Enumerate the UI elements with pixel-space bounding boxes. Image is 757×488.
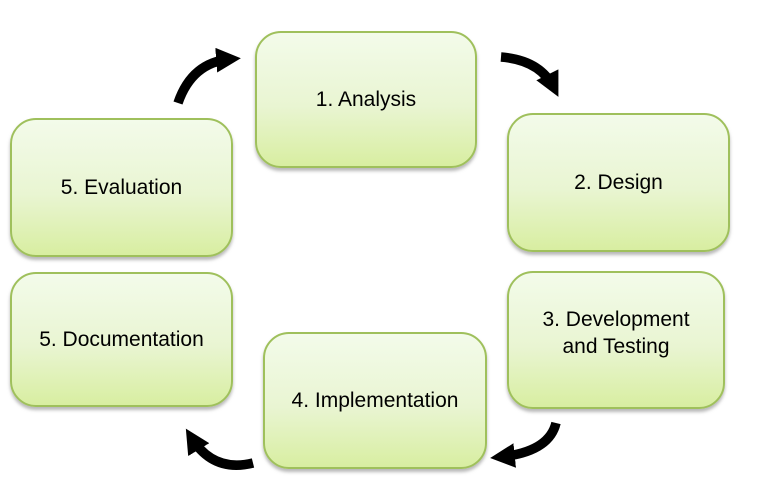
stage-label: 5. Documentation — [39, 327, 204, 351]
stage-box-analysis: 1. Analysis — [255, 31, 477, 168]
curved-arrow-analysis-to-design-icon — [500, 52, 559, 97]
stage-box-development-testing: 3. Development and Testing — [507, 271, 725, 409]
stage-box-documentation: 5. Documentation — [10, 272, 233, 407]
stage-box-design: 2. Design — [507, 113, 730, 252]
stage-label: 2. Design — [574, 170, 663, 194]
stage-label: 1. Analysis — [315, 87, 417, 111]
stage-box-evaluation: 5. Evaluation — [10, 118, 233, 257]
stage-label: 5. Evaluation — [60, 175, 183, 199]
stage-box-implementation: 4. Implementation — [263, 332, 487, 469]
curved-arrow-implementation-to-documentation-icon — [185, 428, 255, 470]
curved-arrow-development-to-implementation-icon — [490, 421, 561, 468]
stage-label: 4. Implementation — [291, 388, 459, 412]
stage-label-line1: 3. Development — [542, 307, 690, 331]
curved-arrow-evaluation-to-analysis-icon — [173, 47, 241, 105]
stage-label-line2: and Testing — [562, 335, 670, 358]
